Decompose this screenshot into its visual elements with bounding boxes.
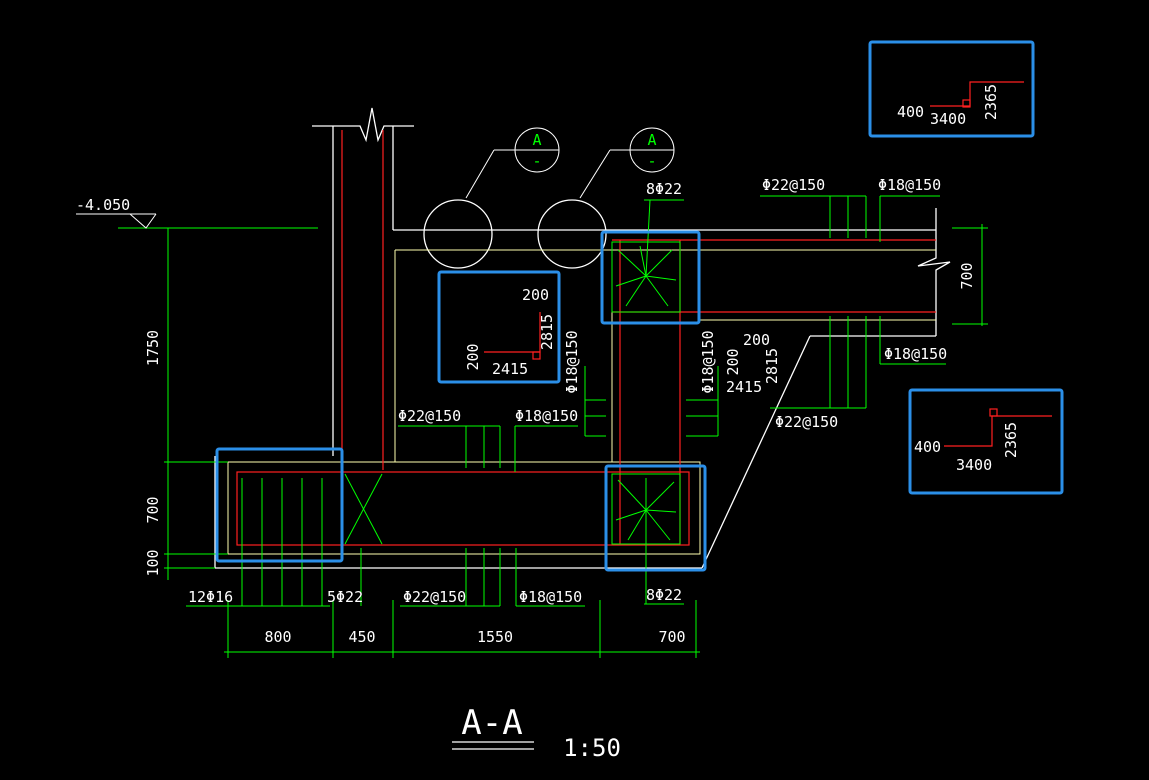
elevation-label: -4.050 [76,196,130,214]
bend-mid-a: 200 [743,331,770,349]
bend-shape-center [484,312,541,353]
rebar-label-bottom-mid: 5Φ22 [327,588,363,606]
bend-top-right-a: 400 [897,103,924,121]
bend-shape-top-right [930,81,1024,107]
section-title: A-A [461,703,522,743]
rebar-label-inner-top-right: Φ18@150 [515,407,578,425]
concrete-edges [227,249,936,555]
section-scale: 1:50 [563,734,621,762]
dimension-lines [118,195,988,658]
highlight-box-left-base [215,447,344,563]
bend-center-b: 2815 [538,314,556,350]
bend-top-right-c: 2365 [982,84,1000,120]
pipe-circle-2 [537,199,607,269]
dim-bottom-700: 700 [658,628,685,646]
rebar-label-inner-top-left: Φ22@150 [398,407,461,425]
dim-left-1750: 1750 [144,330,162,366]
section-marker-leaders [465,127,675,199]
beam-break-line [917,208,951,336]
highlight-box-top-right [868,40,1035,138]
highlight-boxes [215,40,1064,572]
rebar-lines [236,81,1052,546]
bend-right-c: 2365 [1002,422,1020,458]
dim-right-700: 700 [958,262,976,289]
bend-mid-d: 2415 [726,378,762,396]
bend-mid-c: 2815 [763,348,781,384]
section-marker-sub-1: - [532,152,541,170]
highlight-box-bottom-corner [604,464,707,572]
rebar-label-wall-left: Φ18@150 [563,330,581,393]
rebar-label-beam-top-right: Φ18@150 [878,176,941,194]
rebar-label-slab-bottom-right: Φ18@150 [519,588,582,606]
structure-outline [214,107,951,569]
bend-shape-right [944,415,1052,447]
bend-top-right-b: 3400 [930,110,966,128]
dim-left-100: 100 [144,549,162,576]
dim-bottom-1550: 1550 [477,628,513,646]
bend-right-a: 400 [914,438,941,456]
highlight-box-top-corner [600,230,701,325]
rebar-label-corner-top: 8Φ22 [646,180,682,198]
rebar-label-corner-bottom: 8Φ22 [646,586,682,604]
section-marker-letter-2: A [647,131,656,149]
section-marker-letter-1: A [532,131,541,149]
bend-center-c: 200 [464,343,482,370]
rebar-label-beam-bottom-right: Φ18@150 [884,345,947,363]
highlight-box-center [437,270,561,384]
elevation-marker [76,213,157,229]
rebar-label-wall-right: Φ18@150 [699,330,717,393]
highlight-box-right [908,388,1064,495]
rebar-label-beam-bottom-left: Φ22@150 [775,413,838,431]
section-marker-sub-2: - [647,152,656,170]
bend-center-a: 200 [522,286,549,304]
pipe-circle-1 [423,199,493,269]
rebar-label-slab-bottom-left: Φ22@150 [403,588,466,606]
bend-center-d: 2415 [492,360,528,378]
dim-left-700: 700 [144,496,162,523]
title-underline [452,741,534,750]
rebar-label-bottom-left: 12Φ16 [188,588,233,606]
dim-bottom-800: 800 [264,628,291,646]
bend-right-b: 3400 [956,456,992,474]
wall-break-line [312,107,414,143]
dim-bottom-450: 450 [348,628,375,646]
bend-mid-b: 200 [724,348,742,375]
rebar-label-beam-top-left: Φ22@150 [762,176,825,194]
